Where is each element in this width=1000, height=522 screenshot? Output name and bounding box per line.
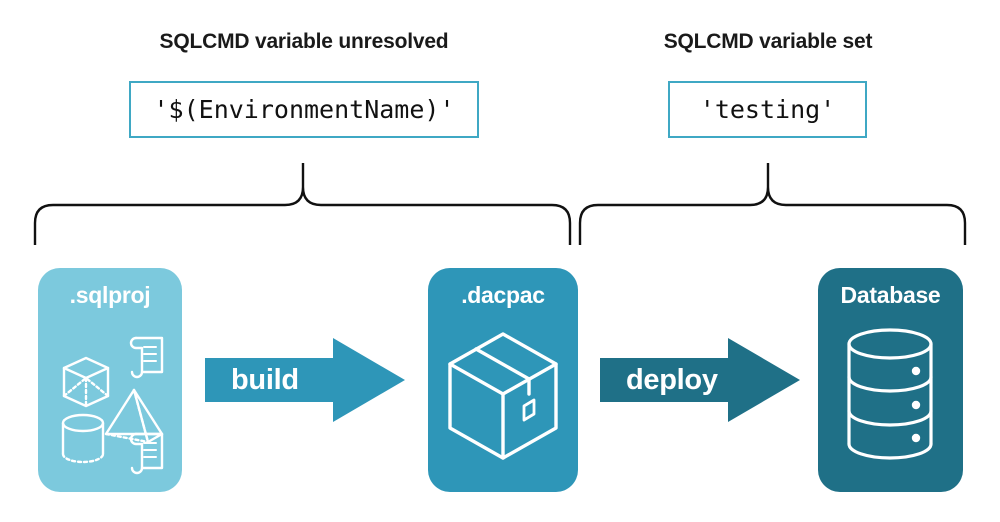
db-indicator-dot-3 — [911, 433, 921, 443]
cylinder-icon — [61, 413, 105, 464]
card-database-label: Database — [840, 282, 941, 308]
brace-build-scope — [33, 163, 572, 245]
arrow-build-shape — [205, 338, 405, 422]
db-indicator-dot-2 — [911, 400, 921, 410]
card-dacpac-label: .dacpac — [461, 282, 545, 308]
card-dacpac: .dacpac — [428, 268, 578, 492]
sqlproj-artifacts-group — [61, 336, 164, 475]
brace-group — [33, 163, 967, 245]
scroll-icon-bottom — [129, 432, 164, 475]
brace-deploy-scope — [578, 163, 967, 245]
cube-icon — [62, 356, 110, 408]
arrow-deploy: deploy — [600, 338, 800, 422]
card-database: Database — [818, 268, 963, 492]
database-cylinder-icon — [847, 328, 933, 460]
package-box-icon — [448, 332, 558, 460]
arrow-build: build — [205, 338, 405, 422]
heading-sqlcmd-variable-set: SQLCMD variable set — [663, 30, 873, 53]
heading-sqlcmd-variable-unresolved: SQLCMD variable unresolved — [159, 30, 449, 53]
db-indicator-dot-1 — [911, 366, 921, 376]
code-box-environment-name: '$(EnvironmentName)' — [129, 81, 479, 138]
card-sqlproj: .sqlproj — [38, 268, 182, 492]
scroll-icon-top — [129, 336, 164, 379]
arrow-deploy-shape — [600, 338, 800, 422]
card-sqlproj-label: .sqlproj — [69, 282, 151, 308]
code-box-testing: 'testing' — [668, 81, 867, 138]
